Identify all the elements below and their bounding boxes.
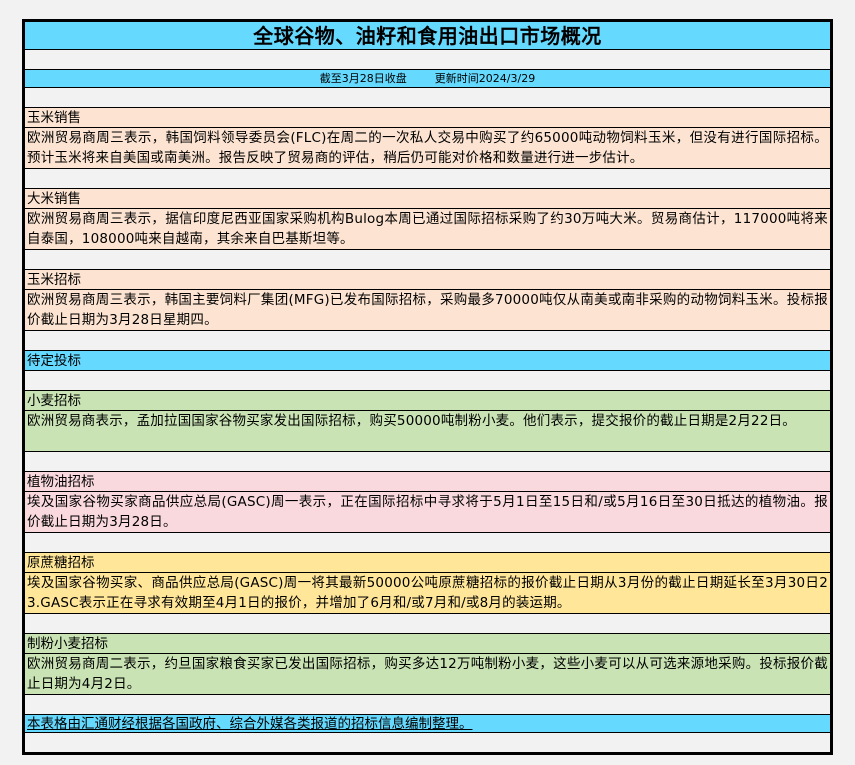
section-heading-corn-sales: 玉米销售 xyxy=(25,108,830,128)
pending-tenders-heading: 待定投标 xyxy=(25,351,830,371)
blank-row xyxy=(25,695,830,715)
date-info-row: 截至3月28日收盘 更新时间2024/3/29 xyxy=(25,70,830,88)
blank-row xyxy=(25,169,830,189)
close-date-label: 截至3月28日收盘 xyxy=(319,72,407,85)
blank-row xyxy=(25,371,830,391)
blank-row xyxy=(25,533,830,553)
section-heading-raw-sugar-tender: 原蔗糖招标 xyxy=(25,553,830,573)
page-title: 全球谷物、油籽和食用油出口市场概况 xyxy=(25,22,830,50)
blank-row xyxy=(25,733,830,752)
section-body-milling-wheat-tender: 欧洲贸易商周二表示，约旦国家粮食买家已发出国际招标，购买多达12万吨制粉小麦，这… xyxy=(25,654,830,695)
blank-row xyxy=(25,452,830,472)
section-body-rice-sales: 欧洲贸易商周三表示，据信印度尼西亚国家采购机构Bulog本周已通过国际招标采购了… xyxy=(25,209,830,250)
blank-row xyxy=(25,88,830,108)
section-body-corn-tender: 欧洲贸易商周三表示，韩国主要饲料厂集团(MFG)已发布国际招标，采购最多7000… xyxy=(25,290,830,331)
section-body-wheat-tender: 欧洲贸易商表示，孟加拉国国家谷物买家发出国际招标，购买50000吨制粉小麦。他们… xyxy=(25,411,830,452)
blank-row xyxy=(25,614,830,634)
blank-row xyxy=(25,50,830,70)
market-overview-table: 全球谷物、油籽和食用油出口市场概况 截至3月28日收盘 更新时间2024/3/29… xyxy=(22,19,833,755)
section-body-corn-sales: 欧洲贸易商周三表示，韩国饲料领导委员会(FLC)在周二的一次私人交易中购买了约6… xyxy=(25,128,830,169)
section-body-vegoil-tender: 埃及国家谷物买家商品供应总局(GASC)周一表示，正在国际招标中寻求将于5月1日… xyxy=(25,492,830,533)
update-time-label: 更新时间2024/3/29 xyxy=(434,72,536,85)
blank-row xyxy=(25,331,830,351)
section-heading-rice-sales: 大米销售 xyxy=(25,189,830,209)
source-note-link[interactable]: 本表格由汇通财经根据各国政府、综合外媒各类报道的招标信息编制整理。 xyxy=(25,715,830,733)
section-body-raw-sugar-tender: 埃及国家谷物买家、商品供应总局(GASC)周一将其最新50000公吨原蔗糖招标的… xyxy=(25,573,830,614)
section-heading-corn-tender: 玉米招标 xyxy=(25,270,830,290)
section-heading-vegoil-tender: 植物油招标 xyxy=(25,472,830,492)
blank-row xyxy=(25,250,830,270)
section-heading-milling-wheat-tender: 制粉小麦招标 xyxy=(25,634,830,654)
section-heading-wheat-tender: 小麦招标 xyxy=(25,391,830,411)
